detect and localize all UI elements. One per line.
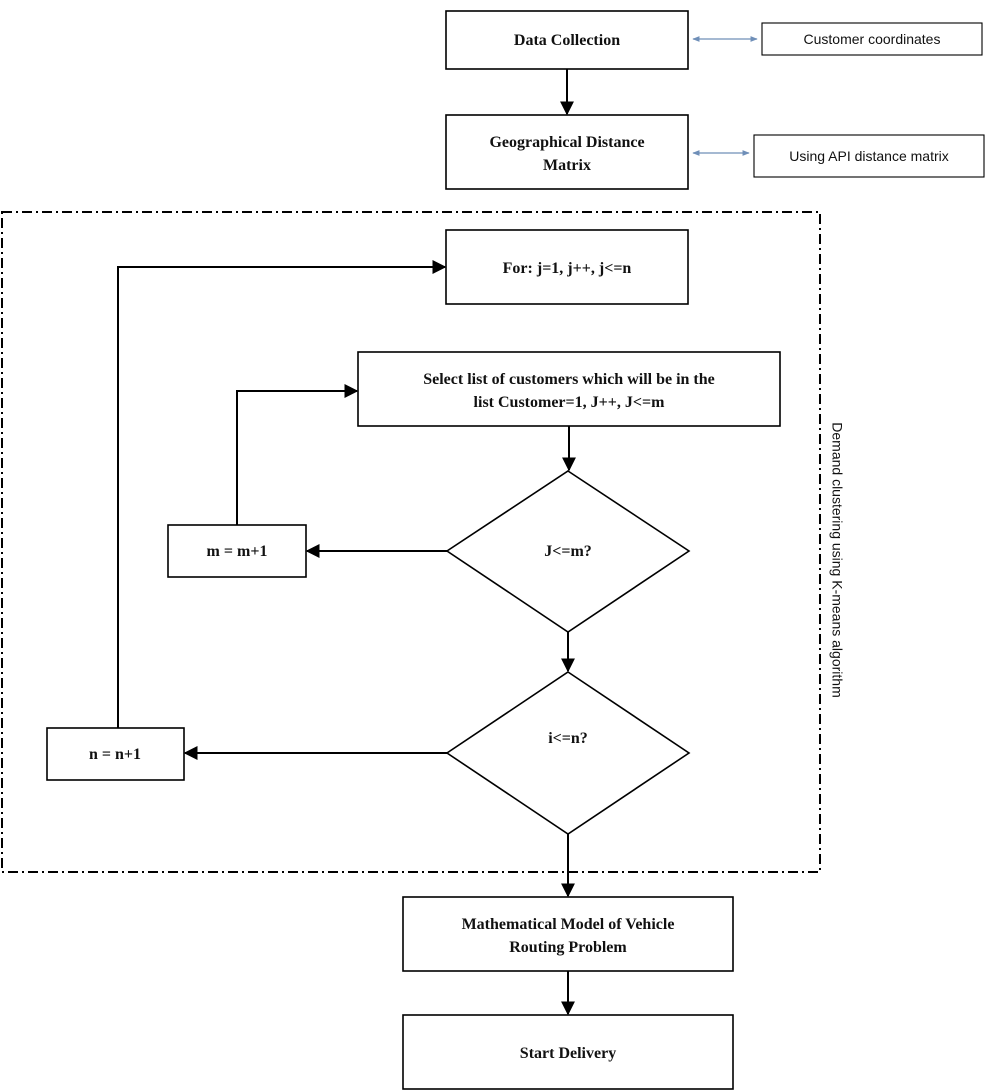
customer-coordinates-note: Customer coordinates (761, 22, 983, 56)
decision-i-label: i<=n? (548, 730, 588, 747)
api-distance-label: Using API distance matrix (789, 148, 949, 164)
vrp-model-label-line1: Mathematical Model of Vehicle (462, 916, 675, 933)
api-distance-note: Using API distance matrix (753, 134, 985, 178)
decision-j-label: J<=m? (544, 543, 592, 560)
increment-m-node: m = m+1 (167, 524, 307, 578)
increment-m-label: m = m+1 (207, 543, 268, 560)
vrp-model-node: Mathematical Model of Vehicle Routing Pr… (402, 896, 734, 972)
start-delivery-label: Start Delivery (520, 1045, 616, 1062)
decision-j-node: J<=m? (445, 470, 691, 633)
customer-coordinates-label: Customer coordinates (804, 31, 941, 47)
select-customers-node: Select list of customers which will be i… (357, 351, 781, 427)
start-delivery-node: Start Delivery (402, 1014, 734, 1090)
data-collection-label: Data Collection (514, 32, 620, 49)
distance-matrix-label-line2: Matrix (543, 157, 591, 174)
clustering-group-label: Demand clustering using K-means algorith… (829, 422, 845, 697)
select-customers-label-line1: Select list of customers which will be i… (423, 371, 715, 388)
increment-n-label: n = n+1 (89, 746, 141, 763)
vrp-model-label-line2: Routing Problem (509, 939, 627, 956)
distance-matrix-node: Geographical Distance Matrix (445, 114, 689, 190)
increment-n-node: n = n+1 (46, 727, 185, 781)
data-collection-node: Data Collection (445, 10, 689, 70)
edge-increment-m-to-select (236, 384, 359, 525)
for-loop-node: For: j=1, j++, j<=n (445, 229, 689, 305)
clustering-group-frame (1, 211, 821, 873)
edge-increment-n-to-for-loop (117, 260, 447, 728)
decision-i-node: i<=n? (445, 671, 691, 835)
for-loop-label: For: j=1, j++, j<=n (503, 260, 632, 277)
distance-matrix-label-line1: Geographical Distance (489, 134, 644, 151)
select-customers-label-line2: list Customer=1, J++, J<=m (474, 394, 666, 411)
